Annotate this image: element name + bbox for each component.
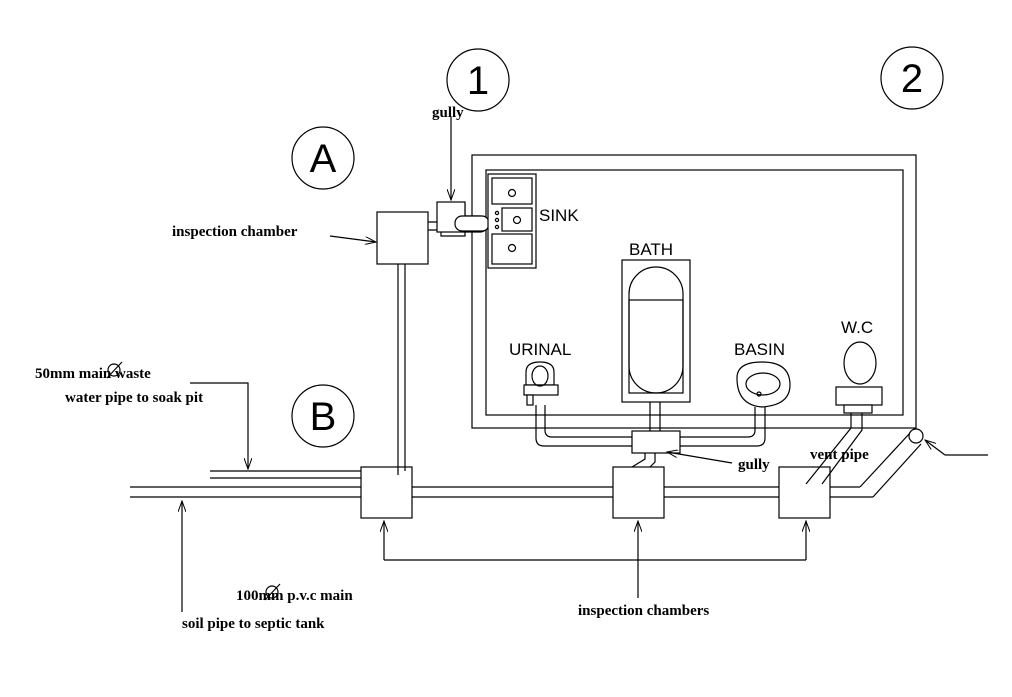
gully-upper-label: gully (432, 105, 464, 121)
basin-fixture (736, 361, 791, 408)
branch-pipe-basin (680, 407, 766, 447)
vent-pipe-terminal (908, 428, 988, 456)
bath-label: BATH (629, 240, 673, 259)
svg-text:1: 1 (467, 59, 489, 103)
grid-marker-b: B (291, 384, 355, 448)
urinal-label: URINAL (509, 340, 571, 359)
diameter-symbol-icon (264, 583, 281, 601)
leader-gully-lower (667, 452, 733, 464)
wc-fixture (835, 341, 883, 414)
branch-pipe-urinal (535, 405, 632, 447)
grid-marker-1: 1 (446, 48, 510, 112)
svg-text:A: A (310, 137, 337, 181)
basin-label: BASIN (734, 340, 785, 359)
gully-upper (436, 201, 490, 233)
inspection-chamber-label: inspection chamber (172, 224, 298, 240)
inspection-chamber-upper (376, 211, 429, 265)
grid-marker-2: 2 (880, 46, 944, 110)
pvc-pipe-label-1: 100mm p.v.c main (236, 588, 353, 604)
sink-fixture (487, 173, 537, 269)
inspection-chamber-left (360, 466, 413, 519)
building-outline (471, 154, 917, 429)
sink-label: SINK (539, 206, 579, 225)
vent-pipe-label: vent pipe (810, 447, 869, 463)
waste-pipe-label-1: 50mm main waste (35, 366, 151, 382)
grid-marker-a: A (291, 126, 355, 190)
leader-waste-pipe (190, 382, 248, 469)
inspection-chambers-label: inspection chambers (578, 603, 709, 619)
gully-lower-label: gully (738, 457, 770, 473)
waste-pipe-label-2: water pipe to soak pit (65, 390, 203, 406)
pvc-pipe-label-2: soil pipe to septic tank (182, 616, 325, 632)
svg-text:2: 2 (901, 57, 923, 101)
inspection-chamber-right (778, 466, 831, 519)
bath-fixture (621, 259, 691, 403)
svg-text:B: B (310, 395, 337, 439)
leader-inspection-chambers (384, 521, 806, 598)
leader-inspection-chamber (329, 235, 376, 242)
soil-pipe-100mm (130, 432, 922, 498)
branch-pipe-wc (805, 413, 863, 485)
inspection-chamber-middle (612, 466, 665, 519)
wc-label: W.C (841, 318, 873, 337)
gully-lower (631, 430, 681, 468)
waste-pipe-50mm (210, 470, 362, 479)
urinal-fixture (523, 361, 559, 406)
diameter-symbol-icon (106, 361, 123, 379)
